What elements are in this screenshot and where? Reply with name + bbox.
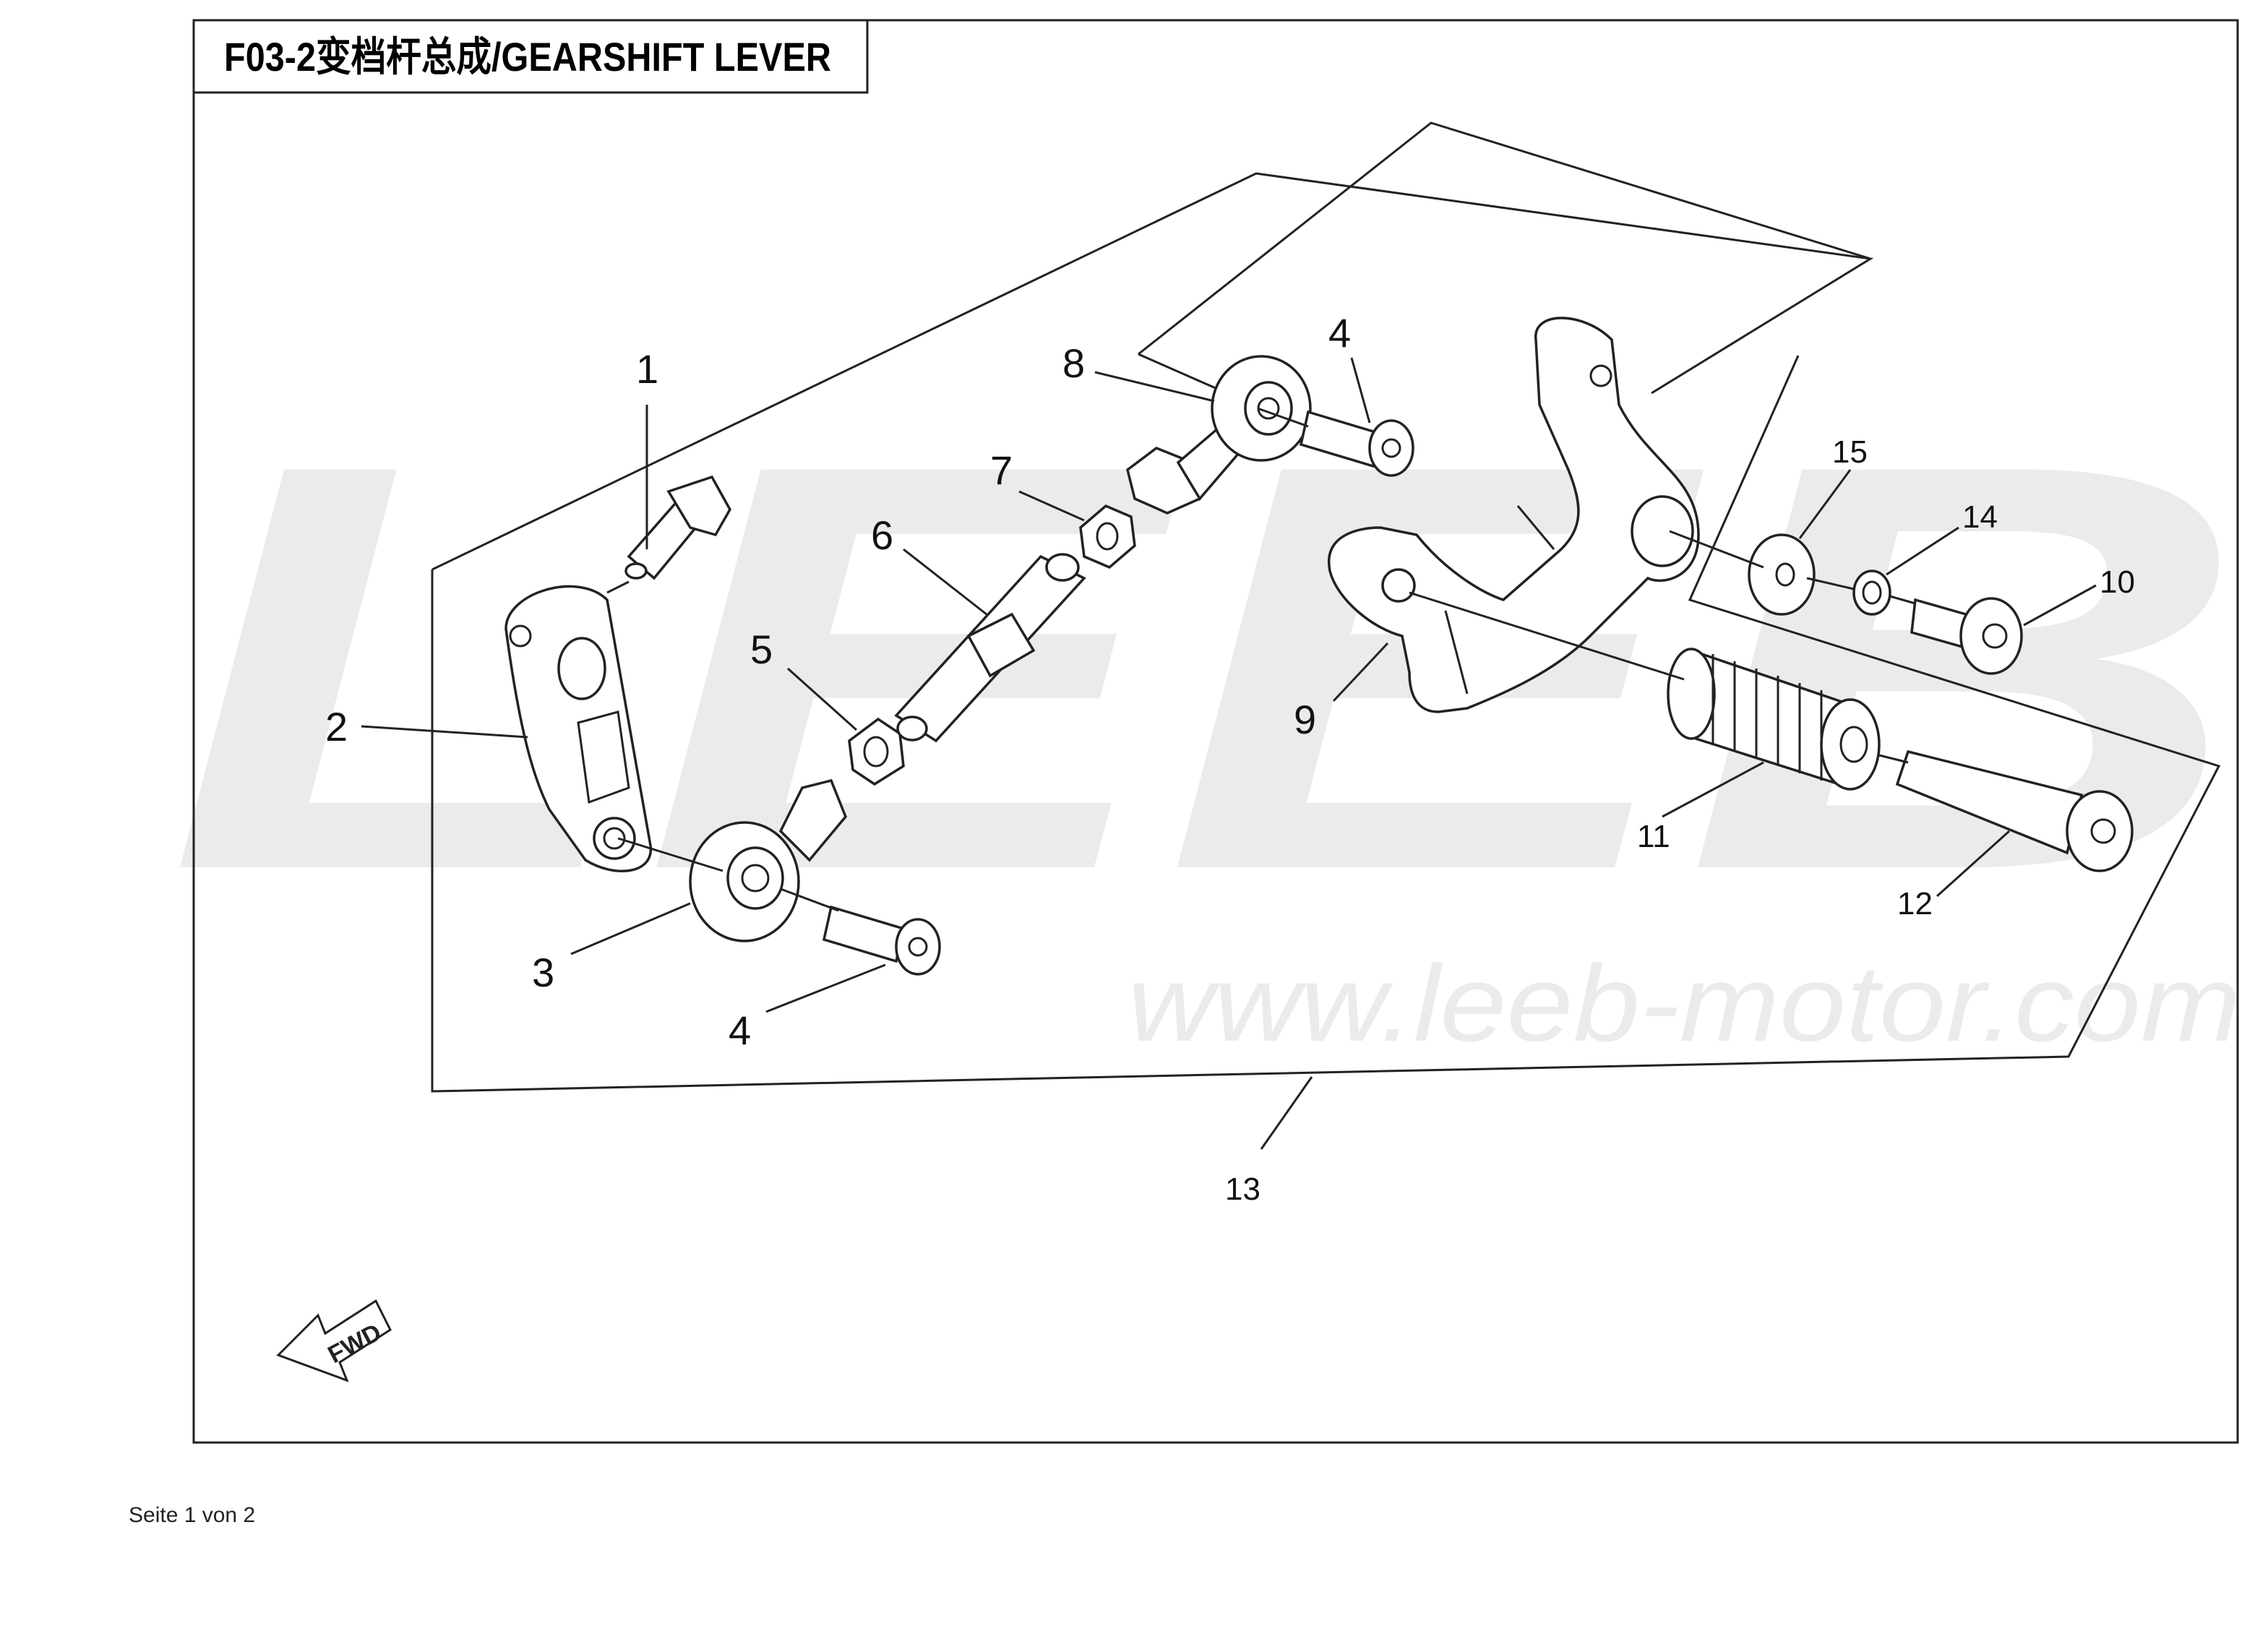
part-rod-6: [894, 553, 1086, 743]
part-bolt-1: [624, 475, 732, 580]
part-nut-5: [848, 717, 905, 786]
callout-labels: 1 2 3 4 5 6 7 8 4 9 10 11 12 13 14 15: [325, 310, 2135, 1207]
assembly-outline-right: [431, 355, 2221, 1093]
part-nut-7: [1079, 504, 1136, 569]
part-bolt-10: [1910, 597, 2023, 675]
part-bolt-4-upper: [1299, 410, 1414, 477]
callout-10: 10: [2100, 564, 2135, 600]
assembly-guide-lines: [606, 407, 1916, 912]
callout-3: 3: [532, 950, 554, 995]
watermark-url: www.leeb-motor.com: [1127, 942, 2241, 1064]
callout-15: 15: [1832, 434, 1868, 470]
callout-13: 13: [1225, 1172, 1260, 1207]
callout-11: 11: [1637, 819, 1670, 854]
part-shift-lever-9: [1327, 317, 1700, 713]
diagram-frame: [192, 19, 2239, 1444]
callout-1: 1: [636, 346, 658, 392]
callout-leaders: [361, 357, 2097, 1150]
callout-8: 8: [1062, 340, 1085, 386]
title-box: F03-2变档杆总成/GEARSHIFT LEVER: [192, 19, 869, 94]
part-rod-end-3: [689, 778, 848, 942]
part-footpeg-rubber-11: [1667, 648, 1881, 791]
page-title: F03-2变档杆总成/GEARSHIFT LEVER: [224, 34, 831, 79]
part-peg-bolt-12: [1895, 749, 2134, 872]
callout-4-upper: 4: [1328, 310, 1351, 356]
assembly-outline: [431, 172, 1874, 571]
part-lever-arm-2: [504, 585, 652, 873]
part-bolt-4-lower: [822, 905, 941, 976]
callout-7: 7: [990, 447, 1013, 493]
callout-9: 9: [1294, 697, 1316, 742]
callout-5: 5: [750, 627, 773, 672]
bracket-outline: [1138, 121, 1871, 356]
page-number: Seite 1 von 2: [129, 1503, 256, 1527]
callout-2: 2: [325, 704, 348, 749]
fwd-arrow-icon: FWD: [276, 1299, 392, 1383]
part-washer-15: [1748, 533, 1816, 616]
callout-4-lower: 4: [729, 1007, 751, 1053]
bracket-outline-lower: [1138, 353, 1229, 395]
callout-14: 14: [1962, 499, 1998, 535]
callout-6: 6: [871, 512, 893, 558]
part-spacer-14: [1852, 569, 1891, 616]
callout-12: 12: [1897, 886, 1933, 921]
part-rod-end-8: [1126, 355, 1312, 515]
